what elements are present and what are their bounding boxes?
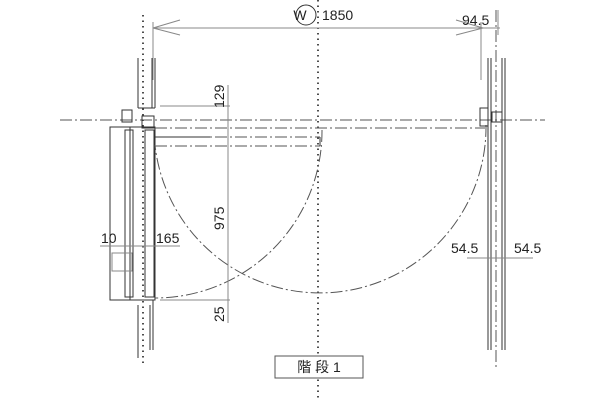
- room-label-box: [274, 355, 364, 379]
- right-wall: [479, 58, 506, 350]
- right-offset-dim-text: 94.5: [462, 12, 489, 28]
- left-wall: [121, 58, 156, 358]
- dim-165-text: 165: [156, 230, 180, 246]
- room-label: 階 段 1: [297, 359, 341, 375]
- dim-54-5-right-text: 54.5: [514, 240, 541, 256]
- dim-54-5-left-text: 54.5: [451, 240, 478, 256]
- dim-25-text: 25: [211, 306, 227, 322]
- depth-dimension: [160, 85, 230, 323]
- door-track: [155, 127, 485, 301]
- width-marker: W: [293, 7, 307, 23]
- left-fixture: [109, 126, 156, 301]
- width-dim-text: 1850: [322, 7, 353, 23]
- dim-129-text: 129: [211, 84, 227, 108]
- dim-975-text: 975: [211, 206, 227, 230]
- dim-10-text: 10: [101, 230, 117, 246]
- door-swing-arc-right: [154, 124, 487, 294]
- door-swing-arc-left: [154, 129, 323, 299]
- width-dimension: [152, 4, 500, 80]
